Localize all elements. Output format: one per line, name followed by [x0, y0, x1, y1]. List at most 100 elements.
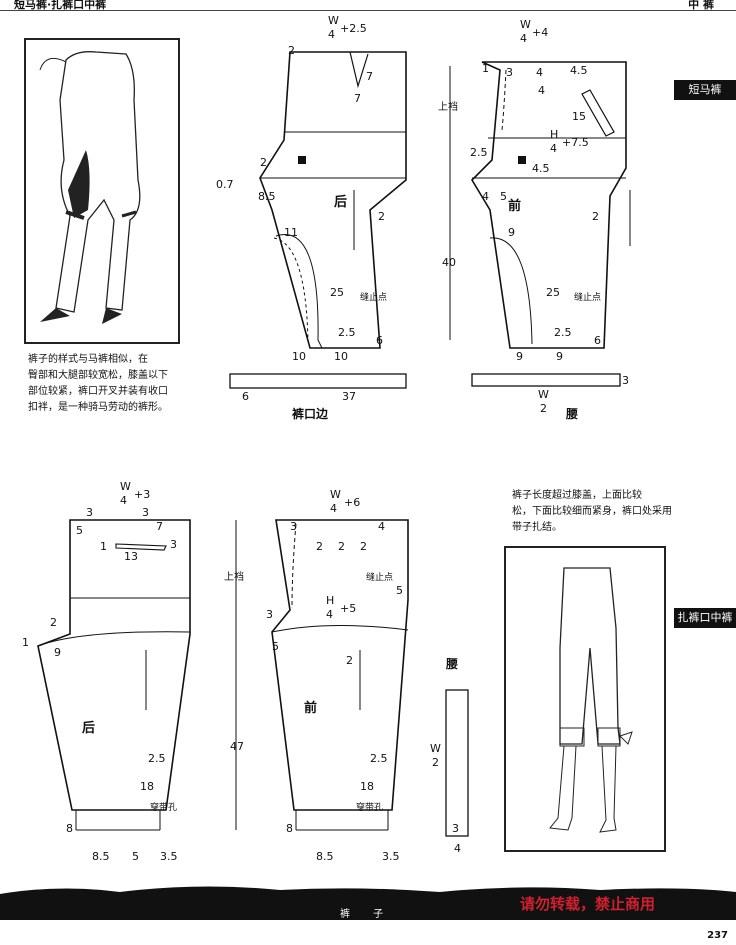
back-dim: 11 [284, 226, 298, 239]
back-dim: 2 [288, 44, 295, 57]
front-dim: 5 [500, 190, 507, 203]
front-dim: 2 [592, 210, 599, 223]
front-h-add: +7.5 [562, 136, 589, 149]
front-stop: 缝止点 [574, 291, 601, 303]
illustration-capri [504, 546, 666, 852]
illustration-breeches [24, 38, 180, 344]
front2-hole: 穿带孔 [356, 801, 383, 813]
caption-top: 裤子的样式与马裤相似，在 臀部和大腿部较宽松，膝盖以下 部位较紧，裤口开叉并装有… [28, 352, 208, 416]
back2-hole: 穿带孔 [150, 801, 177, 813]
back2-dim: 9 [54, 646, 61, 659]
back-dim: 7 [366, 70, 373, 83]
caption-right: 裤子长度超过膝盖，上面比较 松，下面比较细而紧身，裤口处采用 带子扎结。 [512, 488, 682, 536]
back2-outline [37, 519, 191, 811]
front-piece-outline [470, 61, 627, 349]
front-dim: 4.5 [570, 64, 588, 77]
caption-right-line: 松，下面比较细而紧身，裤口处采用 [512, 506, 672, 517]
back-w-add: +2.5 [340, 22, 367, 35]
back-dim: 0.7 [216, 178, 234, 191]
front2-h-den: 4 [326, 608, 333, 621]
front-dim: 4 [538, 84, 545, 97]
side-tab-short-breeches: 短马裤 [674, 80, 736, 100]
footer-text: 裤 子 [340, 909, 394, 920]
header-right: 中 裤 [688, 0, 714, 11]
back-dim: 2 [260, 156, 267, 169]
front2-dim: 2.5 [370, 752, 388, 765]
page-header: 短马裤·扎裤口中裤 中 裤 [0, 0, 736, 11]
back2-dim: 18 [140, 780, 154, 793]
cuff-dim: 37 [342, 390, 356, 403]
back-label: 后 [334, 194, 347, 210]
front-dim: 4 [482, 190, 489, 203]
front-dim: 4 [536, 66, 543, 79]
back2-dim: 8.5 [92, 850, 110, 863]
back2-dim: 7 [156, 520, 163, 533]
front2-rise: 上裆 [224, 570, 244, 583]
caption-right-line: 裤子长度超过膝盖，上面比较 [512, 490, 642, 501]
front2-dim: 2 [338, 540, 345, 553]
caption-top-line: 扣袢，是一种骑马劳动的裤形。 [28, 402, 168, 413]
front2-w-num: W [330, 488, 341, 501]
front2-dim: 3 [290, 520, 297, 533]
front2-dim: 5 [272, 640, 279, 653]
page-number: 237 [707, 930, 728, 941]
back2-dim: 3 [142, 506, 149, 519]
waist2-w-num: W [430, 742, 441, 755]
watermark: 请勿转载，禁止商用 [520, 895, 656, 913]
back-dim: 10 [292, 350, 306, 363]
back-w-num: W [328, 14, 339, 27]
back2-dim: 1 [100, 540, 107, 553]
front2-dim: 18 [360, 780, 374, 793]
back2-dim: 2.5 [148, 752, 166, 765]
side-tab-tied-capri: 扎裤口中裤 [674, 608, 736, 628]
pattern-bottom: W 4 +3 后 3 5 3 1 7 13 3 2 1 9 2.5 18 8 8… [22, 480, 469, 863]
front2-length: 47 [230, 740, 244, 753]
front-h-den: 4 [550, 142, 557, 155]
front-dim: 9 [516, 350, 523, 363]
back2-dim: 3 [170, 538, 177, 551]
cuff-dim: 6 [242, 390, 249, 403]
back2-dim: 8 [66, 822, 73, 835]
capri-figure [549, 567, 633, 833]
back2-dim: 13 [124, 550, 138, 563]
front-w-num: W [520, 18, 531, 31]
front2-dim: 4 [378, 520, 385, 533]
back2-dim: 3 [86, 506, 93, 519]
back-dim: 7 [354, 92, 361, 105]
back2-dim: 5 [132, 850, 139, 863]
front2-outline [271, 519, 409, 811]
header-left: 短马裤·扎裤口中裤 [14, 0, 107, 11]
caption-right-line: 带子扎结。 [512, 522, 562, 533]
waist-w-num: W [538, 388, 549, 401]
back2-dim: 2 [50, 616, 57, 629]
front2-dim: 8 [286, 822, 293, 835]
front-dim: 1 [482, 62, 489, 75]
front-dim: 25 [546, 286, 560, 299]
front-dim: 6 [594, 334, 601, 347]
waist2-dim: 3 [452, 822, 459, 835]
front-dim: 2.5 [554, 326, 572, 339]
front-dim: 9 [556, 350, 563, 363]
back2-label: 后 [82, 720, 95, 736]
front-length: 40 [442, 256, 456, 269]
front-label: 前 [508, 198, 521, 214]
front2-dim: 2 [346, 654, 353, 667]
back2-w-num: W [120, 480, 131, 493]
front2-h-num: H [326, 594, 334, 607]
waist2-label: 腰 [445, 656, 458, 671]
back-piece-outline [259, 51, 407, 349]
front-w-den: 4 [520, 32, 527, 45]
front-dim: 4.5 [532, 162, 550, 175]
waist2-w-den: 2 [432, 756, 439, 769]
caption-top-line: 裤子的样式与马裤相似，在 [28, 354, 148, 365]
front2-h-add: +5 [340, 602, 356, 615]
back2-w-den: 4 [120, 494, 127, 507]
back2-w-add: +3 [134, 488, 150, 501]
pattern-top: W 4 +2.5 后 2 7 7 2 0.7 8.5 11 2 25 2.5 1… [216, 14, 631, 421]
back-dim: 2.5 [338, 326, 356, 339]
footer-band [0, 886, 736, 920]
front-rise: 上裆 [438, 100, 458, 113]
back-stop: 缝止点 [360, 291, 387, 303]
cuff-label: 裤口边 [292, 406, 329, 421]
front-dim: 9 [508, 226, 515, 239]
